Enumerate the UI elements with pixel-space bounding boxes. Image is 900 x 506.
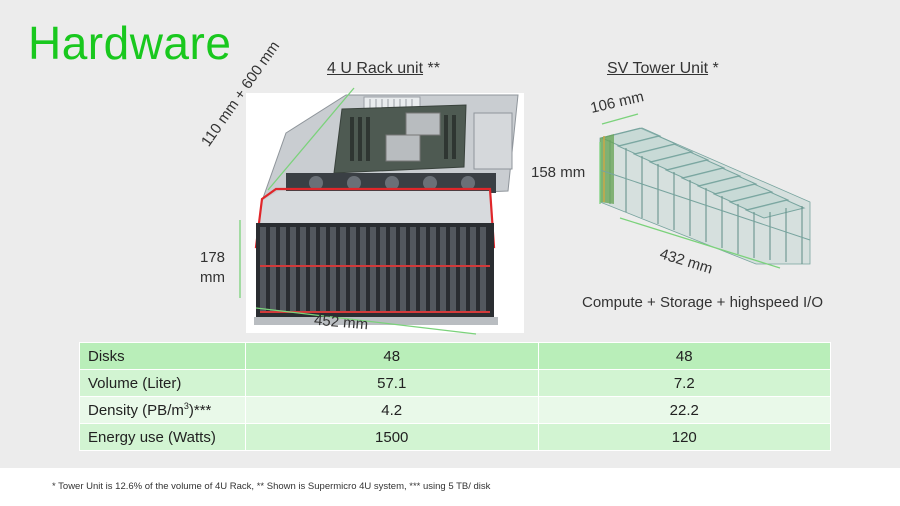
rack-heading-text: 4 U Rack unit (327, 60, 424, 77)
rack-server-photo (246, 93, 524, 333)
rack-dimension-lines (239, 87, 477, 335)
tower-heading: SV Tower Unit * (607, 60, 719, 78)
row-label-text: Density (PB/m (88, 402, 184, 419)
rack-value: 1500 (244, 423, 539, 451)
tower-heading-text: SV Tower Unit (607, 60, 709, 77)
rack-height-label: 178 mm (200, 248, 225, 288)
rack-height-unit: mm (200, 269, 226, 286)
rack-heading-mark: ** (423, 60, 440, 77)
spec-comparison-table: Disks 48 48 Volume (Liter) 57.1 7.2 Dens… (79, 342, 832, 451)
tower-caption: Compute + Storage + highspeed I/O (582, 294, 823, 311)
row-label: Energy use (Watts) (79, 423, 246, 451)
rack-value: 57.1 (244, 369, 539, 397)
table-row: Density (PB/m3)*** 4.2 22.2 (79, 396, 832, 424)
rack-server-illustration (254, 94, 519, 325)
tower-value: 7.2 (537, 369, 832, 397)
tower-value: 48 (537, 342, 832, 370)
slide-title: Hardware (28, 17, 232, 69)
tower-value: 120 (537, 423, 832, 451)
rack-heading: 4 U Rack unit ** (327, 60, 440, 78)
tower-heading-mark: * (708, 60, 719, 77)
rack-height-value: 178 (200, 249, 226, 266)
footnote: * Tower Unit is 12.6% of the volume of 4… (52, 481, 491, 492)
row-label: Disks (79, 342, 246, 370)
tower-value: 22.2 (537, 396, 832, 424)
row-label-superscript: 3 (183, 401, 189, 411)
row-label: Volume (Liter) (79, 369, 246, 397)
table-row: Energy use (Watts) 1500 120 (79, 423, 832, 451)
table-row: Disks 48 48 (79, 342, 832, 370)
slide: Hardware 4 U Rack unit ** SV Tower Unit … (28, 17, 832, 451)
rack-value: 48 (244, 342, 539, 370)
row-label: Density (PB/m3)*** (79, 396, 246, 424)
tower-unit-illustration (599, 113, 811, 269)
table-row: Volume (Liter) 57.1 7.2 (79, 369, 832, 397)
rack-value: 4.2 (244, 396, 539, 424)
tower-height-label: 158 mm (531, 164, 586, 181)
row-label-suffix: )*** (188, 402, 212, 419)
footer-bar: * Tower Unit is 12.6% of the volume of 4… (0, 468, 900, 506)
